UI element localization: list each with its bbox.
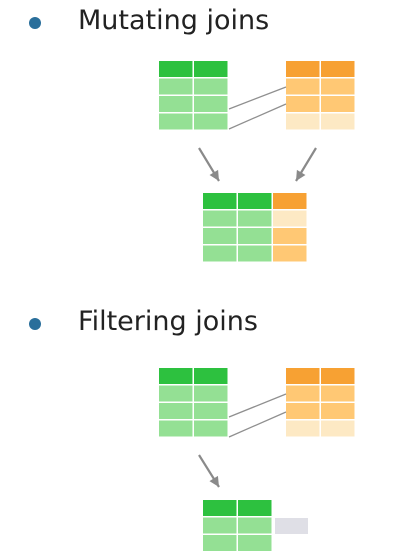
heading-filtering-joins: Filtering joins [78,306,258,337]
mutating-right-table-cell [321,61,355,77]
filtering-result-table-cell [238,517,272,534]
filtering-result-table-cell [203,535,237,551]
mutating-arrow-right-head [296,169,306,181]
mutating-right-table-cell [286,61,320,77]
mutating-connector-line [228,86,287,110]
mutating-right-table-cell [321,96,355,112]
filtering-right-table-cell [286,403,320,419]
bullet-mutating [29,17,41,29]
mutating-result-table-cell [238,245,272,262]
filtering-left-table-cell [194,385,228,402]
mutating-result-table-cell [273,228,307,244]
filtering-arrow-head [209,475,219,487]
mutating-right-table-cell [286,113,320,130]
mutating-left-table-cell [159,78,193,95]
mutating-left-table-cell [159,96,193,112]
mutating-right-table-cell [321,78,355,95]
mutating-right-table-cell [286,96,320,112]
mutating-result-table-cell [273,193,307,209]
heading-mutating-joins: Mutating joins [78,5,270,36]
mutating-left-table-cell [159,113,193,130]
filtering-right-table-cell [286,385,320,402]
filtering-left-table-cell [159,420,193,437]
mutating-result-table-cell [203,210,237,227]
filtering-right-table-cell [286,368,320,384]
mutating-connector-line [228,103,287,130]
filtering-right-table-cell [321,368,355,384]
mutating-result-table-cell [203,228,237,244]
mutating-left-table-cell [194,78,228,95]
filtering-left-table-cell [194,420,228,437]
filtering-connector-line [228,393,287,418]
mutating-result-table-cell [273,210,307,227]
filtering-left-table-cell [159,368,193,384]
mutating-right-table-cell [286,78,320,95]
mutating-left-table-cell [194,113,228,130]
filtering-dropped-column [275,518,308,534]
filtering-left-table-cell [159,385,193,402]
filtering-left-table-cell [159,403,193,419]
filtering-right-table-cell [321,403,355,419]
mutating-right-table-cell [321,113,355,130]
mutating-result-table-cell [273,245,307,262]
filtering-right-table-cell [321,385,355,402]
filtering-connector-line [228,411,287,438]
mutating-result-table-cell [238,210,272,227]
mutating-arrow-left-head [209,169,219,181]
filtering-result-table-cell [238,535,272,551]
filtering-right-table-cell [286,420,320,437]
mutating-left-table-cell [194,96,228,112]
mutating-result-table-cell [203,193,237,209]
mutating-result-table-cell [238,228,272,244]
mutating-left-table-cell [194,61,228,77]
mutating-result-table-cell [238,193,272,209]
mutating-result-table-cell [203,245,237,262]
filtering-right-table-cell [321,420,355,437]
filtering-result-table-cell [203,517,237,534]
filtering-left-table-cell [194,368,228,384]
filtering-result-table-cell [203,500,237,516]
filtering-result-table-cell [238,500,272,516]
mutating-left-table-cell [159,61,193,77]
bullet-filtering [29,318,41,330]
filtering-left-table-cell [194,403,228,419]
